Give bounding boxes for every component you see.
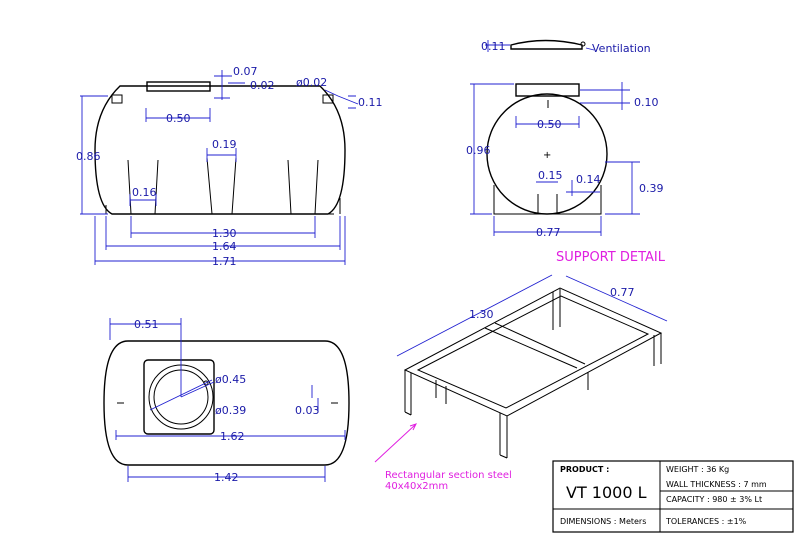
tolerances-text: TOLERANCES : ±1% xyxy=(665,517,747,526)
front-dim-base-outer-line xyxy=(105,216,341,250)
frame-detail-lines xyxy=(435,372,589,404)
product-label: PRODUCT : xyxy=(560,465,609,474)
wall-thickness-text: WALL THICKNESS : 7 mm xyxy=(666,480,767,489)
support-dim-length: 1.30 xyxy=(469,308,494,321)
front-dim-lid-lines xyxy=(214,70,245,100)
front-dim-base-inner: 1.30 xyxy=(212,227,237,240)
title-block: PRODUCT : VT 1000 L WEIGHT : 36 Kg WALL … xyxy=(552,460,794,533)
top-manhole-frame xyxy=(143,359,215,435)
front-dim-vent-lines xyxy=(324,89,359,109)
capacity-text: CAPACITY : 980 ± 3% Lt xyxy=(666,495,762,504)
support-detail: SUPPORT DETAIL 1.30 0.77 Rectangular sec… xyxy=(374,250,668,492)
front-dim-total-line xyxy=(94,216,346,265)
frame-crossbeam xyxy=(484,322,586,369)
vent-icon xyxy=(580,41,586,47)
side-dim-outlet-h-line xyxy=(605,161,640,215)
frame-outer xyxy=(403,287,663,417)
front-rib-right xyxy=(287,159,319,215)
front-lug-right xyxy=(322,94,334,104)
side-view: + 0.11 Ventilation 0.10 0.50 0.96 0.15 0… xyxy=(466,39,664,239)
support-title: SUPPORT DETAIL xyxy=(556,250,666,265)
side-dim-outlet2-line xyxy=(566,180,600,196)
side-dim-height: 0.96 xyxy=(466,144,491,157)
top-dim-small: 0.03 xyxy=(295,404,320,417)
side-outlet xyxy=(537,194,558,214)
top-dim-outer-d: ø0.45 xyxy=(215,373,246,386)
front-dim-base-inner-line xyxy=(130,216,316,238)
top-dim-small-line xyxy=(311,385,319,412)
support-note-line2: 40x40x2mm xyxy=(385,481,448,492)
leg-front-right xyxy=(499,413,508,459)
top-dim-offset: 0.51 xyxy=(134,318,159,331)
top-vent-icon xyxy=(203,380,209,386)
support-note-leader xyxy=(374,423,417,463)
side-label-vent: Ventilation xyxy=(592,42,651,55)
front-dim-opening: 0.50 xyxy=(166,112,191,125)
title-block-grid xyxy=(553,461,793,532)
top-dim-width-line xyxy=(115,430,346,440)
side-dim-height-line xyxy=(470,83,514,215)
front-dim-vent: ø0.02 xyxy=(296,76,327,89)
front-dim-height-line xyxy=(80,95,108,215)
front-dim-vent-h: 0.11 xyxy=(358,96,383,109)
front-view: 0.86 0.50 0.07 0.02 ø0.02 0.11 0.19 0.16… xyxy=(76,65,383,268)
front-dim-rib-bottom-line xyxy=(129,194,157,206)
front-dim-opening-line xyxy=(145,108,211,122)
side-dim-outlet2: 0.14 xyxy=(576,173,601,186)
side-neck xyxy=(515,83,580,97)
top-dim-base-line xyxy=(127,466,326,482)
product-value: VT 1000 L xyxy=(566,483,647,502)
leg-back-right xyxy=(653,333,662,366)
top-dim-inner-d: ø0.39 xyxy=(215,404,246,417)
support-dim-length-line xyxy=(396,274,553,357)
front-dim-rib-top: 0.19 xyxy=(212,138,237,151)
side-dim-opening: 0.50 xyxy=(537,118,562,131)
front-dim-base-outer: 1.64 xyxy=(212,240,237,253)
front-dim-rib-bottom: 0.16 xyxy=(132,186,157,199)
side-dim-outlet: 0.15 xyxy=(538,169,563,182)
top-dim-base: 1.42 xyxy=(214,471,239,484)
top-dia-leaders xyxy=(149,379,215,411)
front-dim-height: 0.86 xyxy=(76,150,101,163)
center-mark-icon: + xyxy=(543,150,551,161)
leg-front-left xyxy=(404,370,412,416)
top-tank-outline xyxy=(103,340,350,466)
front-lug-left xyxy=(111,94,123,104)
front-dim-rib-top-line xyxy=(206,148,237,162)
weight-text: WEIGHT : 36 Kg xyxy=(666,465,729,474)
front-base xyxy=(105,198,341,215)
top-view: 0.51 ø0.45 ø0.39 0.03 1.62 1.42 xyxy=(103,318,350,484)
dimensions-text: DIMENSIONS : Meters xyxy=(560,517,646,526)
front-dim-lid-height: 0.07 xyxy=(233,65,258,78)
top-dim-width: 1.62 xyxy=(220,430,245,443)
front-dim-total: 1.71 xyxy=(212,255,237,268)
front-rib-left xyxy=(127,159,159,215)
side-dim-neck: 0.10 xyxy=(634,96,659,109)
frame-inner xyxy=(416,295,650,409)
side-dim-base: 0.77 xyxy=(536,226,561,239)
side-dim-lid-line xyxy=(485,40,510,52)
side-dim-neck-line xyxy=(580,82,630,110)
front-dim-lid-step: 0.02 xyxy=(250,79,275,92)
side-dim-base-line xyxy=(493,216,602,236)
side-dim-opening-line xyxy=(515,116,580,128)
support-dim-width: 0.77 xyxy=(610,286,635,299)
side-vent-leader xyxy=(585,47,595,51)
support-note-line1: Rectangular section steel xyxy=(385,470,512,481)
title-block-frame xyxy=(552,460,794,533)
front-rib-middle xyxy=(206,157,237,215)
side-lid xyxy=(510,39,583,50)
leg-back-left xyxy=(552,289,561,330)
support-dim-width-line xyxy=(565,275,668,322)
side-dim-outlet-h: 0.39 xyxy=(639,182,664,195)
side-base xyxy=(493,185,602,215)
top-dim-offset-line xyxy=(109,318,182,397)
side-dim-lid: 0.11 xyxy=(481,40,506,53)
